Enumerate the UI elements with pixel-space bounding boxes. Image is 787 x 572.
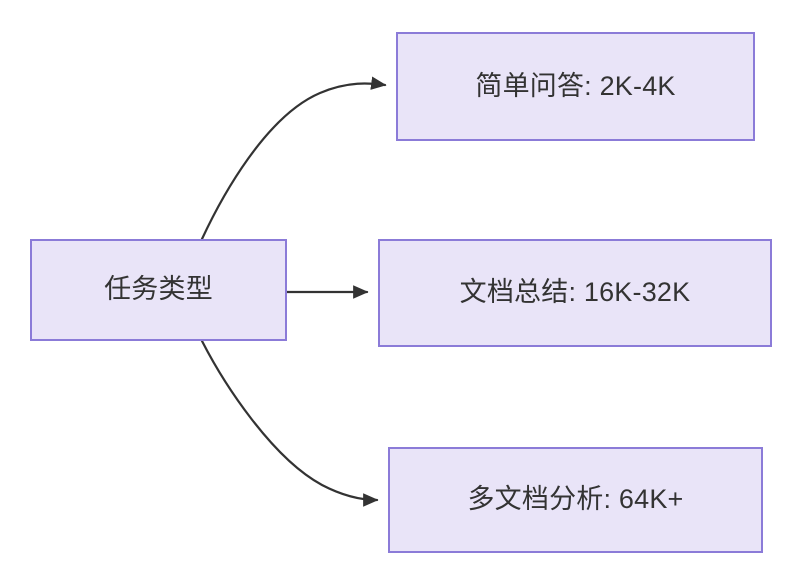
node-task-type[interactable]: 任务类型: [30, 239, 287, 341]
node-task-type-label: 任务类型: [104, 274, 213, 305]
edge-task-type-to-multi-doc-analysis: [200, 339, 379, 507]
node-doc-summary-label: 文档总结: 16K-32K: [459, 277, 691, 308]
edge-task-type-to-simple-qa: [200, 76, 387, 241]
node-multi-doc-analysis[interactable]: 多文档分析: 64K+: [388, 447, 763, 553]
node-simple-qa[interactable]: 简单问答: 2K-4K: [396, 32, 755, 141]
node-doc-summary[interactable]: 文档总结: 16K-32K: [378, 239, 772, 347]
node-multi-doc-analysis-label: 多文档分析: 64K+: [467, 484, 684, 515]
node-simple-qa-label: 简单问答: 2K-4K: [475, 70, 676, 101]
